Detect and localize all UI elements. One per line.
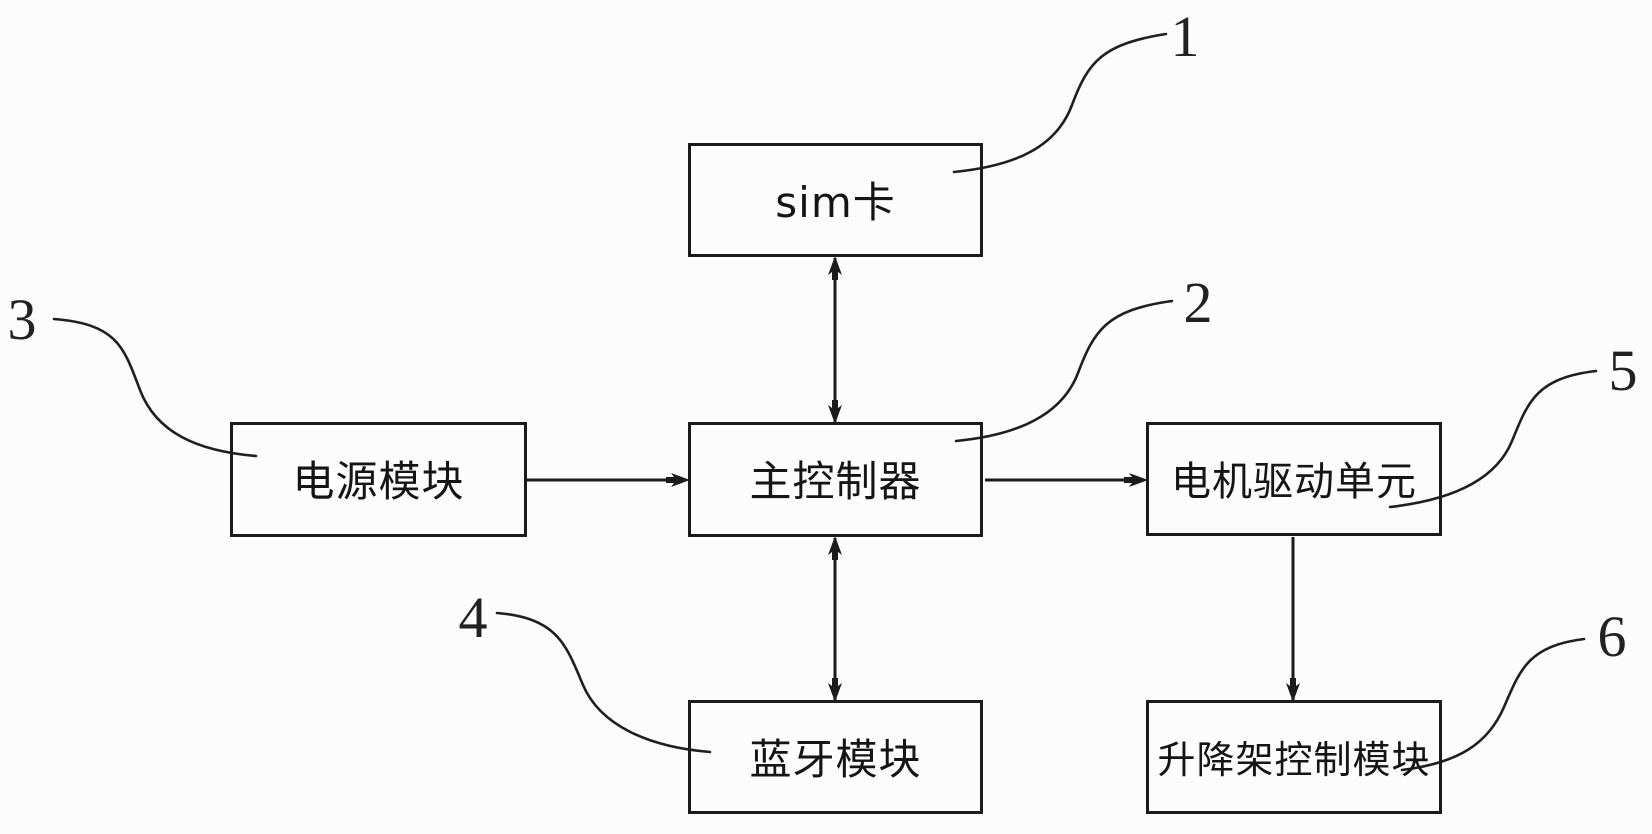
- node-bluetooth-module: 蓝牙模块: [688, 700, 983, 814]
- leader-line-6: [1400, 637, 1586, 772]
- node-motor-drive-unit-label: 电机驱动单元: [1171, 459, 1417, 505]
- ref-number-1: 1: [1170, 4, 1200, 69]
- arrowhead-main-top-down: [828, 400, 842, 424]
- node-sim-card: sim卡: [688, 143, 983, 257]
- arrowhead-motor-to-lift: [1286, 678, 1300, 702]
- node-main-controller-label: 主控制器: [749, 457, 922, 506]
- leader-line-4: [495, 611, 712, 754]
- ref-number-6: 6: [1597, 604, 1627, 669]
- node-power-module-label: 电源模块: [292, 457, 465, 506]
- ref-number-4: 4: [458, 585, 488, 650]
- node-main-controller: 主控制器: [688, 422, 983, 537]
- arrowhead-sim-up: [828, 256, 842, 280]
- node-lift-frame-control-module-label: 升降架控制模块: [1157, 737, 1431, 782]
- arrowhead-bluetooth-down: [828, 678, 842, 702]
- ref-number-5: 5: [1608, 338, 1638, 403]
- node-bluetooth-module-label: 蓝牙模块: [749, 734, 922, 784]
- arrowhead-main-to-motor: [1124, 473, 1148, 487]
- ref-number-2: 2: [1183, 270, 1213, 335]
- arrowhead-power-to-main: [666, 473, 690, 487]
- arrowhead-main-bottom-up: [828, 536, 842, 560]
- node-sim-card-label: sim卡: [775, 177, 896, 227]
- leader-line-3: [52, 317, 258, 458]
- node-lift-frame-control-module: 升降架控制模块: [1146, 700, 1442, 814]
- leader-line-1: [952, 32, 1168, 174]
- node-motor-drive-unit: 电机驱动单元: [1146, 422, 1442, 536]
- node-power-module: 电源模块: [230, 422, 527, 537]
- ref-number-3: 3: [7, 287, 37, 352]
- leader-line-2: [954, 299, 1174, 443]
